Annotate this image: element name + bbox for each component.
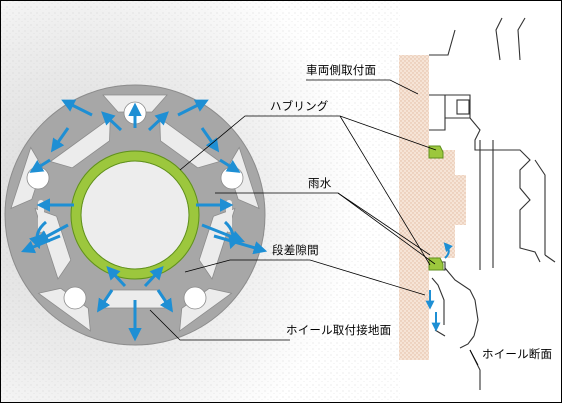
arrow-icon: [219, 158, 241, 173]
arrow-icon: [50, 127, 70, 153]
arrow-icon: [29, 158, 51, 173]
leader-lines: [149, 79, 479, 366]
label-rainwater: 雨水: [308, 176, 332, 190]
water-flow-arrows-side: [425, 242, 453, 332]
label-wheel-cross-section: ホイール断面: [482, 347, 553, 361]
arrow-icon: [147, 111, 169, 132]
arrow-icon: [143, 266, 164, 288]
arrow-icon: [35, 223, 69, 243]
arrow-icon: [106, 266, 127, 288]
arrow-icon: [200, 127, 220, 153]
hub-ring-graphic: [70, 150, 200, 280]
vehicle-hub-face: [399, 55, 466, 360]
water-flow-arrows: [21, 99, 268, 342]
arrow-icon: [443, 242, 453, 259]
arrow-icon: [97, 289, 114, 313]
arrow-icon: [101, 111, 123, 132]
label-hub-ring: ハブリング: [270, 99, 329, 113]
label-step-gap: 段差隙間: [272, 243, 319, 257]
arrow-icon: [156, 289, 173, 313]
arrow-icon: [29, 220, 47, 250]
arrow-icon: [223, 220, 241, 250]
label-wheel-mount-contact-face: ホイール取付接地面: [286, 323, 392, 337]
label-vehicle-mount-face: 車両側取付面: [306, 63, 377, 77]
arrow-icon: [177, 99, 209, 117]
arrow-icon: [61, 99, 93, 117]
